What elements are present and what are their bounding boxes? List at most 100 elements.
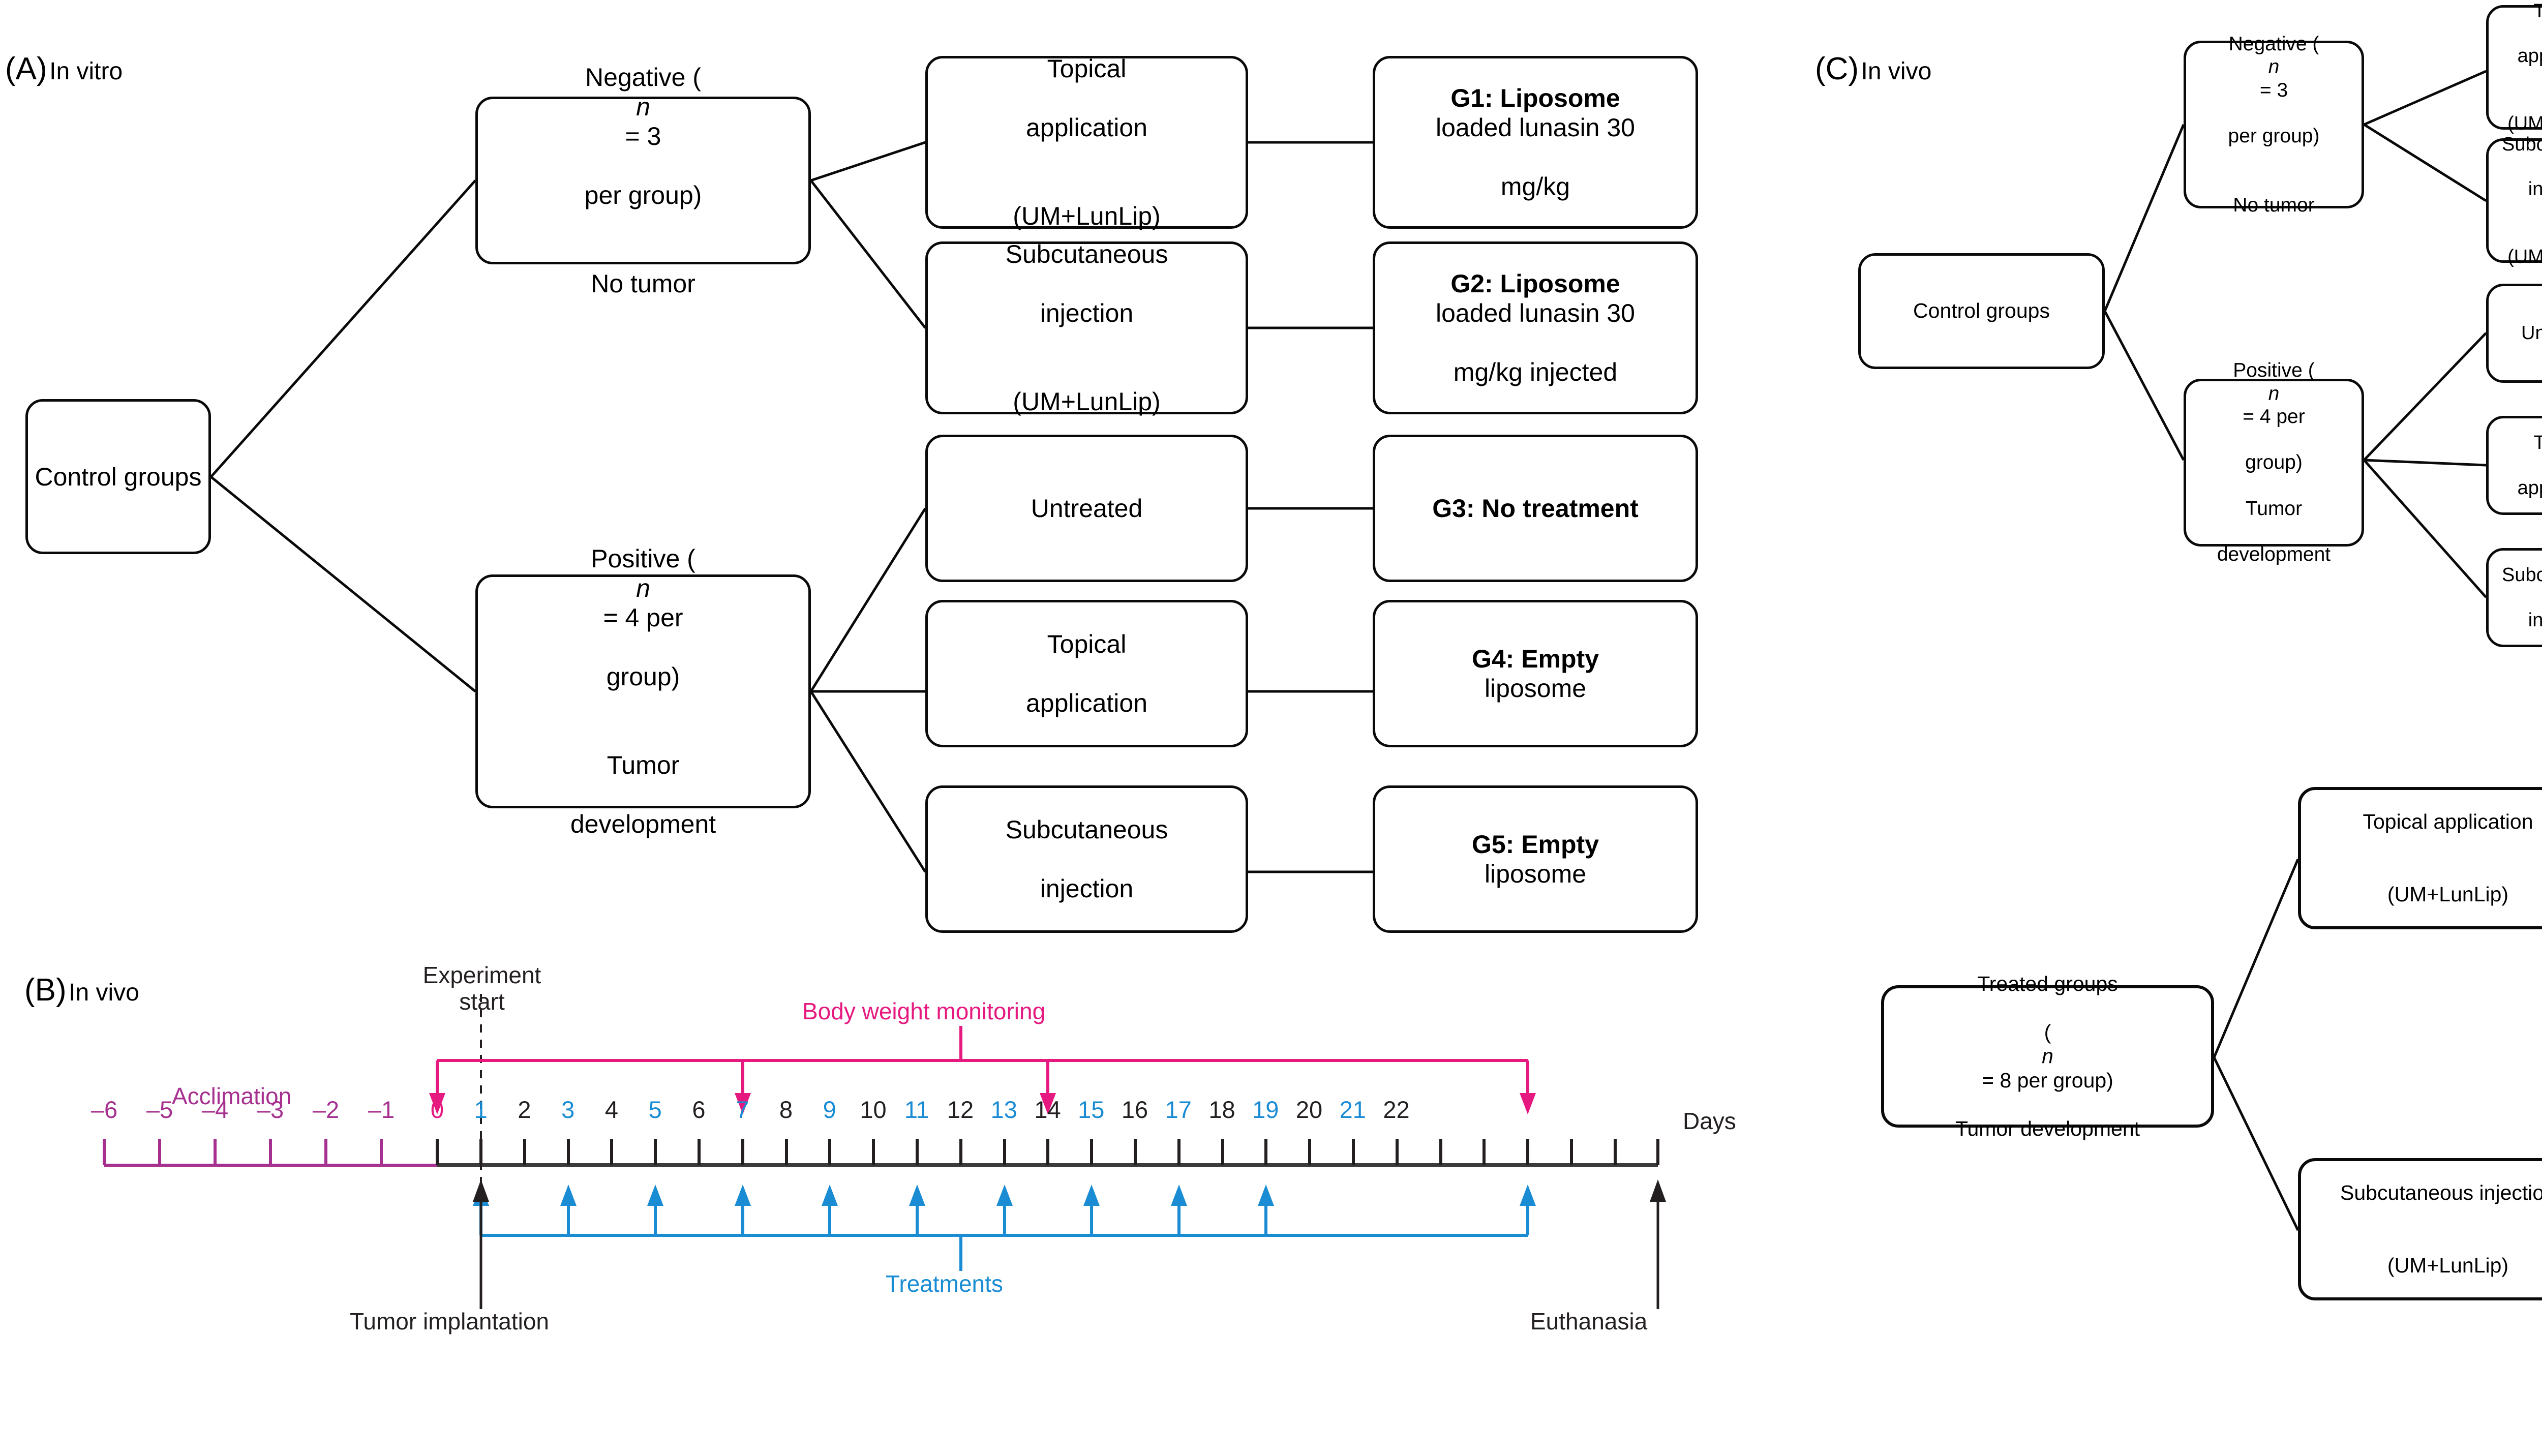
panel-a-group-g1-box[interactable]: G1: Liposome loaded lunasin 30 mg/kg [1373, 56, 1698, 229]
timeline-tumor-implantation-text: Tumor implantation [350, 1308, 550, 1334]
panel-a-positive-group-box[interactable]: Positive (n = 4 per group) Tumor develop… [475, 544, 811, 838]
timeline-day-19: 19 [1252, 1096, 1279, 1123]
panel-c-route-subq-neg-box[interactable]: Subcutaneous injection (UM+LunLip) [2486, 134, 2542, 267]
timeline-day-17: 17 [1165, 1096, 1192, 1123]
panel-c-positive-l1-pre: Positive ( [2233, 359, 2315, 382]
panel-a-positive-line4: development [570, 810, 716, 838]
panel-a-route-3-l2: application [1025, 689, 1148, 717]
timeline-experiment-start-l1: Experiment [422, 962, 541, 988]
panel-a-route-4-l1: Subcutaneous [1005, 815, 1168, 844]
timeline-day-8: 8 [779, 1096, 793, 1123]
panel-a-route-3-l1: Topical [1047, 630, 1127, 658]
timeline-day-3: 3 [561, 1096, 575, 1123]
timeline-day-neg5: –5 [146, 1096, 173, 1123]
panel-c-tr1-l1: Subcutaneous injection [2340, 1180, 2542, 1204]
panel-c-label: (C) In vivo [1815, 51, 1931, 87]
panel-a-route-subq-pos-box[interactable]: Subcutaneous injection [925, 785, 1248, 933]
panel-a-group-g5-box[interactable]: G5: Empty liposome [1373, 785, 1698, 933]
timeline-treatments-text: Treatments [886, 1270, 1003, 1297]
timeline-body-weight-label: Body weight monitoring [802, 997, 1045, 1025]
panel-c-treated-l3: Tumor development [1955, 1116, 2140, 1140]
panel-c-r4-l1: Subcutaneous [2502, 564, 2542, 586]
timeline-euthanasia-text: Euthanasia [1530, 1308, 1648, 1334]
panel-c-r1-l2: injection [2528, 178, 2542, 200]
timeline-day-2: 2 [518, 1096, 531, 1123]
panel-a-negative-line2: per group) [584, 181, 702, 209]
panel-a-positive-line1-pre: Positive ( [591, 544, 695, 573]
panel-a-g2-line1: G2: Liposome [1450, 269, 1620, 298]
panel-c-tr1-l2: (UM+LunLip) [2387, 1253, 2509, 1277]
timeline-day-neg1: –1 [368, 1096, 395, 1123]
timeline-day-18: 18 [1208, 1096, 1235, 1123]
timeline-day-12: 12 [947, 1096, 974, 1123]
panel-c-negative-group-box[interactable]: Negative (n = 3 per group) No tumor [2184, 33, 2364, 216]
panel-c-paren: (C) [1815, 51, 1859, 86]
panel-c-positive-l3: Tumor [2245, 497, 2303, 520]
panel-a-paren: (A) [5, 51, 47, 86]
panel-a-group-g2-box[interactable]: G2: Liposome loaded lunasin 30 mg/kg inj… [1373, 241, 1698, 414]
panel-a-route-0-l2: application [1025, 113, 1148, 142]
panel-c-r3-l1: Topical [2533, 432, 2542, 454]
panel-a-route-1-l1: Subcutaneous [1005, 240, 1168, 268]
panel-a-route-1-l2: injection [1040, 299, 1134, 327]
panel-a-route-1-l3: (UM+LunLip) [1013, 387, 1161, 416]
panel-a-negative-group-box[interactable]: Negative (n = 3 per group) No tumor [475, 63, 811, 298]
timeline-days-axis-text: Days [1683, 1108, 1736, 1134]
timeline-day-neg3: –3 [257, 1096, 284, 1123]
panel-c-positive-l4: development [2217, 543, 2331, 566]
panel-a-group-g4-box[interactable]: G4: Empty liposome [1373, 600, 1698, 747]
panel-a-negative-line1-pre: Negative ( [585, 63, 701, 92]
timeline-treatments-label: Treatments [886, 1270, 1003, 1297]
panel-a-g1-line2: loaded lunasin 30 [1436, 113, 1635, 142]
panel-a-route-topical-neg-box[interactable]: Topical application (UM+LunLip) [925, 54, 1248, 230]
panel-a-g2-line2: loaded lunasin 30 [1436, 299, 1635, 327]
panel-a-g5-line2: liposome [1484, 860, 1587, 888]
panel-a-positive-n: n [636, 574, 650, 602]
timeline-day-13: 13 [990, 1096, 1017, 1123]
panel-c-route-topical-neg-box[interactable]: Topical application (UM+LunLip) [2486, 1, 2542, 134]
panel-c-negative-l3: No tumor [2233, 194, 2315, 216]
panel-c-route-untreated-box[interactable]: Untreated [2486, 284, 2542, 383]
panel-a-label: (A) In vitro [5, 51, 123, 87]
panel-a-negative-line3: No tumor [591, 269, 695, 298]
panel-b-title: In vivo [69, 979, 139, 1006]
panel-a-g1-line1: G1: Liposome [1450, 84, 1620, 112]
panel-a-g1-line3: mg/kg [1500, 172, 1570, 201]
panel-a-route-untreated-box[interactable]: Untreated [925, 435, 1248, 582]
timeline-tumor-implantation-label: Tumor implantation [350, 1308, 549, 1335]
timeline-day-16: 16 [1121, 1096, 1148, 1123]
panel-c-tr0-l2: (UM+LunLip) [2387, 882, 2509, 906]
panel-c-treated-route-topical-box[interactable]: Topical application (UM+LunLip) [2298, 787, 2542, 929]
panel-c-treated-route-subq-box[interactable]: Subcutaneous injection (UM+LunLip) [2298, 1158, 2542, 1300]
panel-a-group-g3-box[interactable]: G3: No treatment [1373, 435, 1698, 582]
timeline-day-neg2: –2 [312, 1096, 340, 1123]
panel-a-g5-line1: G5: Empty [1471, 830, 1599, 859]
timeline-day-4: 4 [604, 1096, 619, 1123]
panel-a-positive-line1-post: = 4 per [603, 603, 683, 632]
panel-b-label: (B) In vivo [24, 972, 139, 1008]
panel-c-r0-l2: application [2517, 45, 2542, 67]
panel-c-positive-l2: group) [2245, 451, 2303, 474]
timeline-day-7: 7 [736, 1096, 749, 1123]
timeline-acclimation-label: Acclimation [172, 1082, 291, 1110]
timeline-days-axis-label: Days [1683, 1107, 1736, 1135]
panel-a-route-topical-pos-box[interactable]: Topical application [925, 600, 1248, 747]
panel-c-negative-n: n [2268, 56, 2280, 78]
panel-a-control-groups-box[interactable]: Control groups [25, 399, 211, 554]
panel-c-route-subq-pos-box[interactable]: Subcutaneous injection [2486, 548, 2542, 647]
timeline-day-0: 0 [430, 1096, 444, 1123]
panel-c-r4-l2: injection [2528, 609, 2542, 631]
panel-c-control-groups-box[interactable]: Control groups [1858, 253, 2105, 369]
timeline-body-weight-text: Body weight monitoring [802, 998, 1046, 1024]
panel-c-r2-l1: Untreated [2521, 322, 2542, 344]
panel-a-route-subq-neg-box[interactable]: Subcutaneous injection (UM+LunLip) [925, 240, 1248, 416]
panel-c-title: In vivo [1861, 58, 1932, 85]
panel-c-positive-group-box[interactable]: Positive (n = 4 per group) Tumor develop… [2184, 359, 2364, 565]
panel-a-g3-line1: G3: No treatment [1432, 494, 1639, 523]
panel-c-route-topical-pos-box[interactable]: Topical application [2486, 416, 2542, 515]
timeline-day-6: 6 [692, 1096, 706, 1123]
timeline-day-22: 22 [1383, 1096, 1410, 1123]
panel-c-treated-groups-box[interactable]: Treated groups (n = 8 per group) Tumor d… [1881, 972, 2214, 1140]
panel-a-control-groups-label: Control groups [35, 462, 202, 491]
